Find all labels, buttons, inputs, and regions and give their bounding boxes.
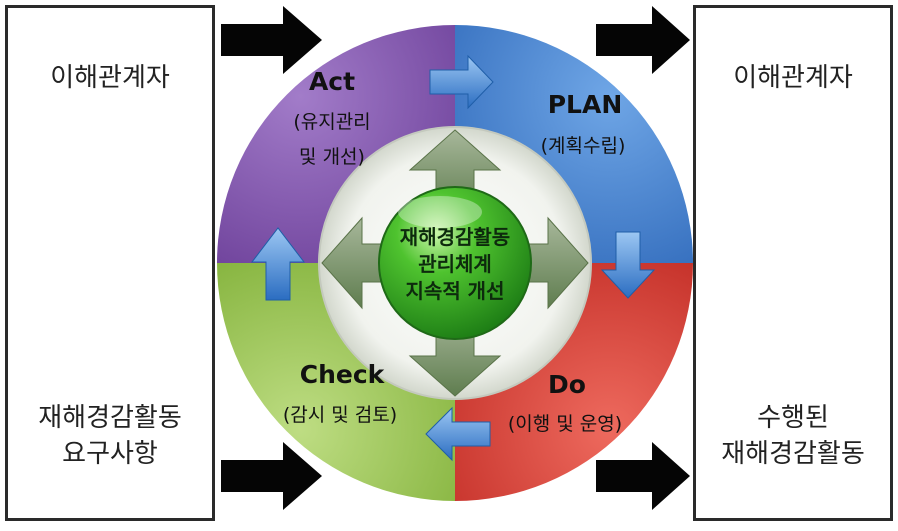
center-sphere (378, 186, 532, 340)
arrow-do-to-check-icon (425, 406, 491, 462)
act-sub-1: (유지관리 (293, 111, 370, 133)
left-bottom-line-2: 요구사항 (62, 439, 158, 469)
act-sub-2: 및 개선) (299, 146, 365, 168)
right-bottom-line-1: 수행된 (757, 403, 829, 433)
stakeholder-output-box: 이해관계자 수행된 재해경감활동 (693, 5, 893, 521)
sphere-highlight (398, 196, 482, 228)
do-title: Do (548, 370, 586, 399)
check-sub-1: (감시 및 검토) (283, 404, 397, 426)
center-line-3: 지속적 개선 (406, 279, 505, 303)
left-bottom-line-1: 재해경감활동 (38, 403, 182, 433)
left-bottom-flow-arrow-icon (221, 442, 322, 510)
center-line-1: 재해경감활동 (400, 225, 510, 249)
four-way-arrows (321, 129, 589, 397)
center-line-2: 관리체계 (418, 252, 492, 276)
left-top-label: 이해관계자 (50, 63, 170, 93)
right-bottom-label: 수행된 재해경감활동 (696, 400, 890, 472)
right-bottom-line-2: 재해경감활동 (721, 439, 865, 469)
stakeholder-input-box: 이해관계자 재해경감활동 요구사항 (5, 5, 215, 521)
right-bottom-flow-arrow-icon (596, 442, 690, 510)
cycle-direction-arrows (250, 54, 656, 462)
left-top-flow-arrow-icon (221, 6, 322, 74)
check-title: Check (300, 360, 386, 389)
right-top-flow-arrow-icon (596, 6, 690, 74)
external-flow-arrows (221, 6, 690, 510)
arrow-act-to-plan-icon (429, 54, 494, 110)
right-top-label: 이해관계자 (733, 63, 853, 93)
left-bottom-label: 재해경감활동 요구사항 (8, 400, 212, 472)
arrow-plan-to-do-icon (600, 231, 656, 299)
do-sub-1: (이행 및 운영) (508, 413, 622, 435)
plan-title: PLAN (548, 90, 623, 119)
plan-sub-1: (계획수립) (541, 135, 626, 157)
arrow-check-to-act-icon (250, 227, 306, 301)
act-title: Act (309, 67, 355, 96)
